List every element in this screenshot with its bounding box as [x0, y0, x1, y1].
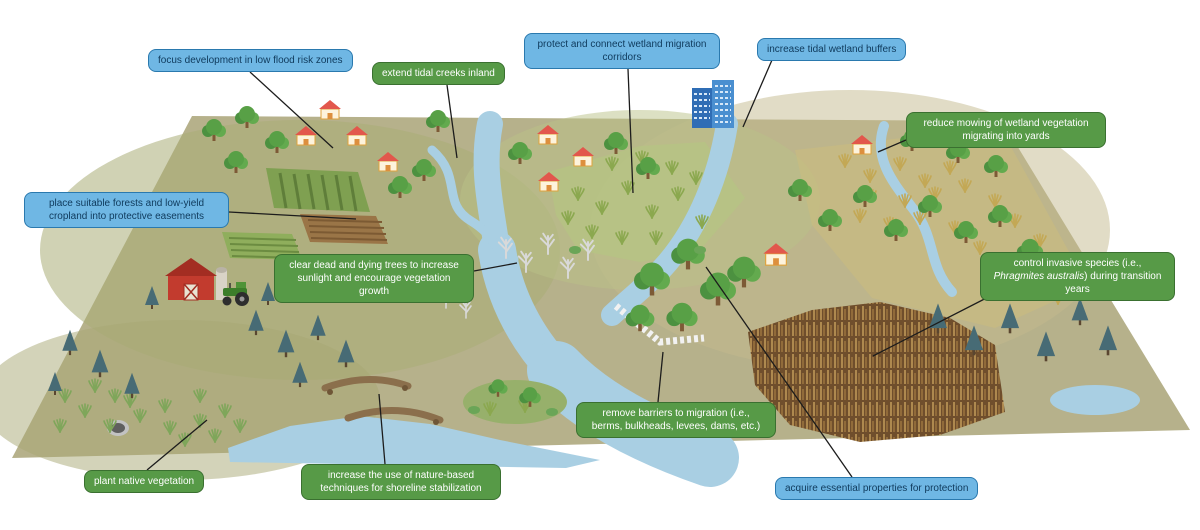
- callout-protect-corridors: protect and connect wetland migration co…: [524, 33, 720, 69]
- invasive-text-before: control invasive species (i.e.,: [1013, 258, 1142, 269]
- callout-focus-development: focus development in low flood risk zone…: [148, 49, 353, 72]
- callout-shoreline-stabilization: increase the use of nature-based techniq…: [301, 464, 501, 500]
- callout-acquire-properties: acquire essential properties for protect…: [775, 477, 979, 500]
- invasive-text-after: ) during transition years: [1065, 271, 1162, 295]
- crop-fields: [222, 168, 388, 260]
- callout-reduce-mowing: reduce mowing of wetland vegetation migr…: [906, 112, 1106, 148]
- invasive-species-latin-name: Phragmites australis: [993, 271, 1085, 282]
- callout-extend-tidal-creeks: extend tidal creeks inland: [372, 62, 505, 85]
- callout-control-invasive: control invasive species (i.e., Phragmit…: [980, 252, 1175, 301]
- barn: [165, 258, 227, 301]
- callout-remove-barriers: remove barriers to migration (i.e., berm…: [576, 402, 776, 438]
- phragmites-reed-bed: [748, 302, 1005, 442]
- shoreline-sills: [321, 376, 444, 425]
- fence-barrier: [613, 303, 705, 346]
- island: [463, 380, 567, 424]
- city-buildings: [692, 80, 734, 128]
- callout-plant-native: plant native vegetation: [84, 470, 205, 493]
- callout-protective-easements: place suitable forests and low-yield cro…: [24, 192, 229, 228]
- callout-increase-buffers: increase tidal wetland buffers: [757, 38, 907, 61]
- tractor: [222, 282, 249, 306]
- callout-clear-dead-trees: clear dead and dying trees to increase s…: [274, 254, 474, 303]
- leader-lines: [146, 59, 1005, 478]
